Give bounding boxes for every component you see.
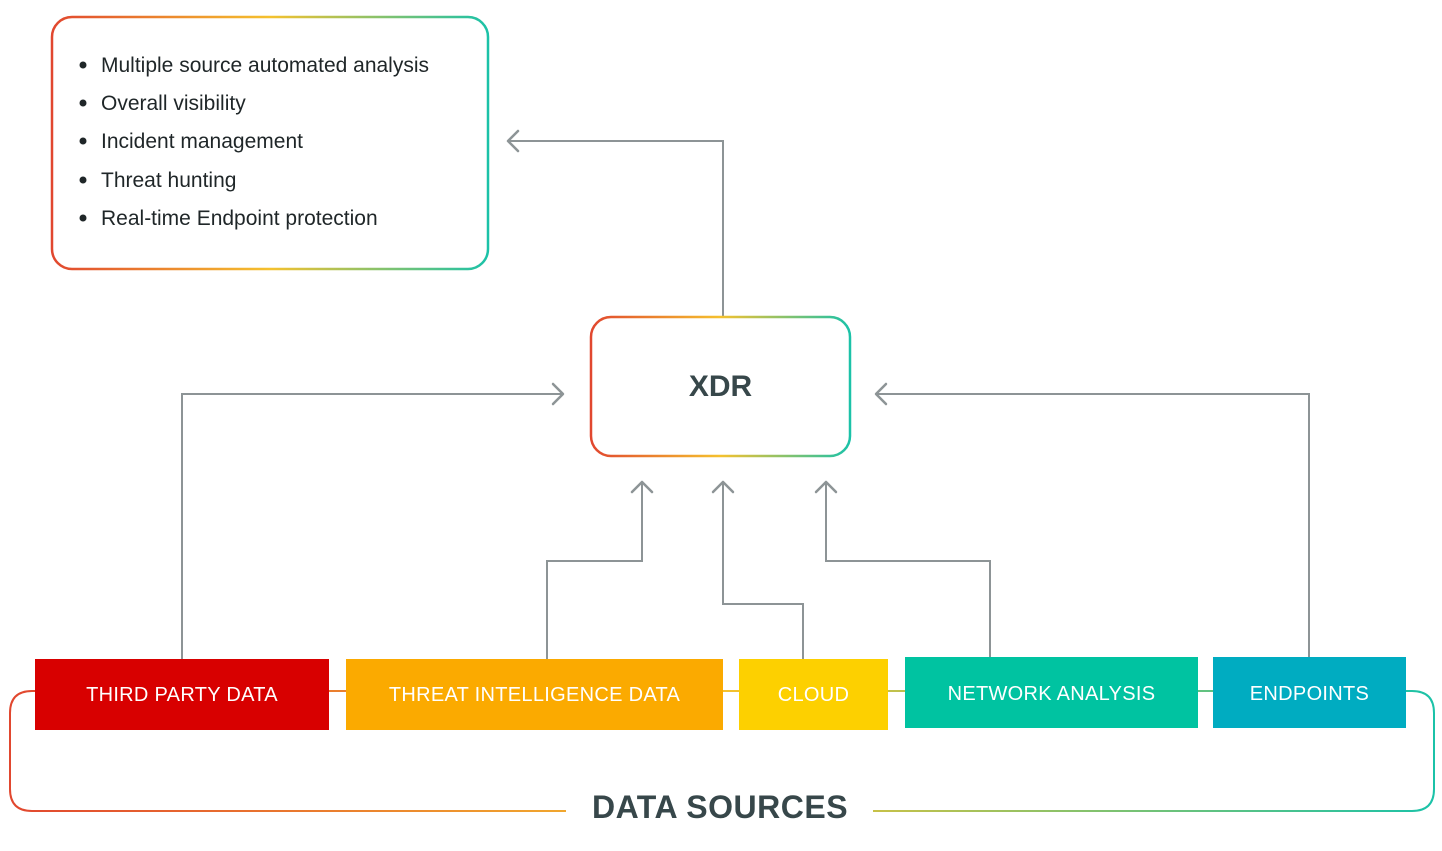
feature-text: Multiple source automated analysis	[101, 54, 429, 77]
source-block	[905, 657, 1198, 728]
feature-text: Real-time Endpoint protection	[101, 207, 378, 230]
bullet-icon	[79, 61, 87, 69]
connector-cloud	[722, 482, 804, 659]
connectors	[181, 129, 1310, 659]
feature-item: Incident management	[79, 130, 303, 153]
connector-third-party	[181, 393, 563, 659]
source-endpoints: ENDPOINTS	[1213, 657, 1406, 728]
feature-item: Overall visibility	[79, 92, 246, 115]
connector-endpoints	[876, 393, 1310, 657]
connector-threat-intelligence	[546, 482, 643, 659]
source-cloud: CLOUD	[739, 659, 888, 730]
source-block	[739, 659, 888, 730]
arrow-up-icon	[814, 480, 838, 494]
data-sources: THIRD PARTY DATA THREAT INTELLIGENCE DAT…	[35, 657, 1406, 730]
source-label: THREAT INTELLIGENCE DATA	[389, 684, 681, 706]
connector-xdr-to-features	[508, 140, 724, 316]
source-label: THIRD PARTY DATA	[86, 684, 278, 706]
source-block	[35, 659, 329, 730]
source-threat-intelligence-data: THREAT INTELLIGENCE DATA	[346, 659, 723, 730]
bullet-icon	[79, 176, 87, 184]
features-box: Multiple source automated analysis Overa…	[50, 15, 490, 271]
source-block	[346, 659, 723, 730]
connector-network-analysis	[825, 482, 991, 657]
source-label: ENDPOINTS	[1250, 683, 1369, 705]
feature-item: Real-time Endpoint protection	[79, 207, 378, 230]
xdr-box-border	[589, 315, 852, 458]
features-list: Multiple source automated analysis Overa…	[79, 54, 429, 230]
arrow-up-icon	[630, 480, 654, 494]
feature-text: Threat hunting	[101, 169, 236, 192]
arrow-left-icon	[506, 129, 520, 153]
features-box-border	[50, 15, 490, 271]
bullet-icon	[79, 214, 87, 222]
source-network-analysis: NETWORK ANALYSIS	[905, 657, 1198, 728]
xdr-label: XDR	[689, 370, 753, 403]
arrow-left-icon	[874, 382, 888, 406]
feature-item: Multiple source automated analysis	[79, 54, 429, 77]
bullet-icon	[79, 99, 87, 107]
source-third-party-data: THIRD PARTY DATA	[35, 659, 329, 730]
source-block	[1213, 657, 1406, 728]
bullet-icon	[79, 137, 87, 145]
feature-item: Threat hunting	[79, 169, 236, 192]
feature-text: Overall visibility	[101, 92, 246, 115]
source-label: NETWORK ANALYSIS	[948, 683, 1156, 705]
source-label: CLOUD	[778, 684, 850, 706]
data-sources-title: DATA SOURCES	[592, 789, 848, 825]
xdr-box: XDR	[589, 315, 852, 458]
arrow-right-icon	[551, 382, 565, 406]
feature-text: Incident management	[101, 130, 303, 153]
arrow-up-icon	[711, 480, 735, 494]
